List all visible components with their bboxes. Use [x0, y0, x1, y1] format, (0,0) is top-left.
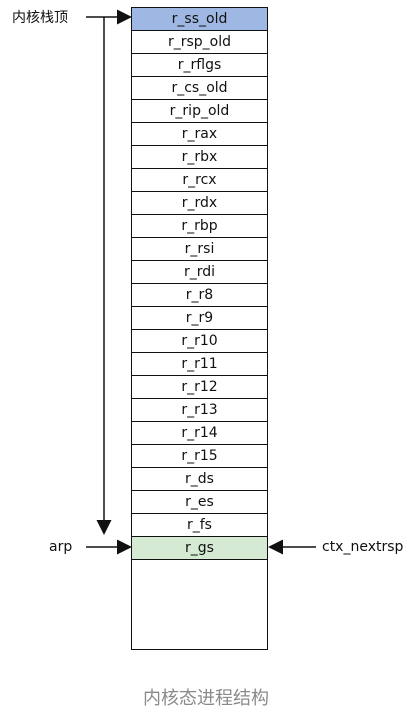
ctx-nextrsp-label: ctx_nextrsp: [322, 539, 404, 555]
stack-cell-r-rip-old: r_rip_old: [132, 100, 267, 123]
stack-cell-r-rsi: r_rsi: [132, 238, 267, 261]
stack-cell-r-r12: r_r12: [132, 376, 267, 399]
stack-cell-r-rbx: r_rbx: [132, 146, 267, 169]
stack-cell-r-fs: r_fs: [132, 514, 267, 537]
stack-cell-r-rbp: r_rbp: [132, 215, 267, 238]
stack-cell-r-r9: r_r9: [132, 307, 267, 330]
stack-cell-r-gs: r_gs: [132, 537, 267, 560]
stack-cell-r-cs-old: r_cs_old: [132, 77, 267, 100]
stack-cell-r-rdi: r_rdi: [132, 261, 267, 284]
stack-cell-r-r11: r_r11: [132, 353, 267, 376]
kernel-stack: r_ss_old r_rsp_old r_rflgs r_cs_old r_ri…: [131, 7, 268, 650]
stack-cell-r-rflgs: r_rflgs: [132, 54, 267, 77]
stack-cell-r-ds: r_ds: [132, 468, 267, 491]
arp-label: arp: [49, 539, 73, 555]
stack-cell-r-r8: r_r8: [132, 284, 267, 307]
stack-cell-r-r10: r_r10: [132, 330, 267, 353]
stack-cell-r-rcx: r_rcx: [132, 169, 267, 192]
stack-cell-r-r14: r_r14: [132, 422, 267, 445]
kernel-stack-top-label: 内核栈顶: [12, 10, 68, 26]
stack-cell-r-r15: r_r15: [132, 445, 267, 468]
stack-cell-r-rax: r_rax: [132, 123, 267, 146]
diagram-caption: 内核态进程结构: [143, 688, 269, 709]
stack-cell-r-ss-old: r_ss_old: [132, 8, 267, 31]
stack-cell-r-r13: r_r13: [132, 399, 267, 422]
stack-cell-r-rsp-old: r_rsp_old: [132, 31, 267, 54]
stack-cell-r-rdx: r_rdx: [132, 192, 267, 215]
stack-cell-r-es: r_es: [132, 491, 267, 514]
